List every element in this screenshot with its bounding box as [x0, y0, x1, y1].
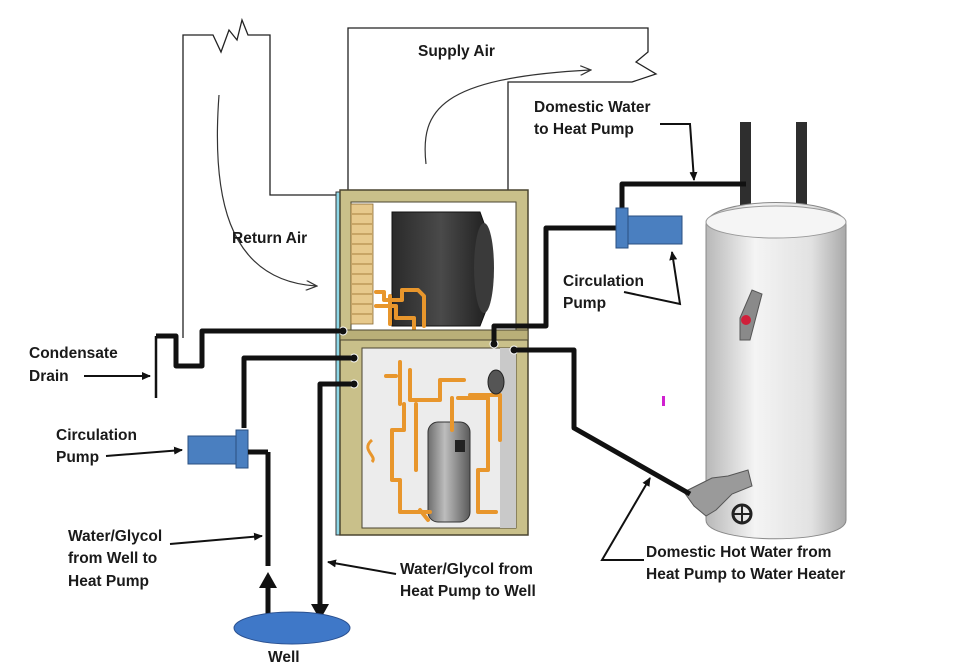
- hot-water-label-1: Domestic Hot Water from: [646, 544, 831, 561]
- pump-right-label-2: Pump: [563, 295, 606, 312]
- return-air-duct: [182, 17, 338, 338]
- domestic-water-label-1: Domestic Water: [534, 99, 651, 116]
- glycol-from-well-label-2: from Well to: [68, 550, 157, 567]
- glycol-from-well-label-1: Water/Glycol: [68, 528, 162, 545]
- stray-mark: [662, 396, 665, 406]
- domestic-water-supply-pipe: [619, 181, 746, 212]
- supply-air-arrow: [424, 70, 590, 165]
- glycol-from-well-label-3: Heat Pump: [68, 573, 149, 590]
- indicator-light: [741, 315, 751, 325]
- well: [233, 611, 351, 645]
- return-air-arrow: [216, 94, 316, 286]
- callout-glycol-to-well: [327, 559, 397, 575]
- water-heater: [683, 122, 847, 540]
- glycol-to-well-label-2: Heat Pump to Well: [400, 583, 536, 600]
- compressor: [427, 421, 471, 523]
- callout-glycol-from-well: [169, 532, 263, 545]
- glycol-to-well-label-1: Water/Glycol from: [400, 561, 533, 578]
- circulation-pump-left: [187, 429, 268, 469]
- well-label: Well: [268, 649, 300, 666]
- pump-left-label-2: Pump: [56, 449, 99, 466]
- supply-air-label: Supply Air: [418, 43, 495, 60]
- circulation-pump-right: [615, 207, 683, 249]
- pipe-heat-pump-to-well: [317, 381, 354, 566]
- drain-valve: [683, 469, 753, 517]
- thermostat: [739, 289, 763, 341]
- flow-down-arrowhead: [311, 604, 329, 620]
- callout-domestic-water: [660, 123, 698, 181]
- domestic-water-label-2: to Heat Pump: [534, 121, 634, 138]
- pump-left-label-1: Circulation: [56, 427, 137, 444]
- pump-right-label-1: Circulation: [563, 273, 644, 290]
- callout-pump-right: [623, 251, 682, 306]
- upper-refrigerant-pipes: [374, 288, 426, 332]
- hot-water-label-2: Heat Pump to Water Heater: [646, 566, 845, 583]
- supply-air-duct: [347, 27, 658, 192]
- condensate-label-2: Drain: [29, 368, 69, 385]
- pump-to-heat-pump-pipe: [491, 225, 620, 344]
- heat-pump-cabinet: [335, 189, 529, 536]
- flow-up-arrowhead: [259, 572, 277, 588]
- domestic-hot-water-pipe: [514, 347, 692, 497]
- lower-refrigerant-pipes: [384, 360, 502, 522]
- condensate-label-1: Condensate: [29, 345, 118, 362]
- condensate-drain-pipe: [156, 328, 343, 369]
- callout-hot-water: [600, 477, 651, 561]
- callout-pump-left: [105, 446, 183, 457]
- return-air-label: Return Air: [232, 230, 307, 247]
